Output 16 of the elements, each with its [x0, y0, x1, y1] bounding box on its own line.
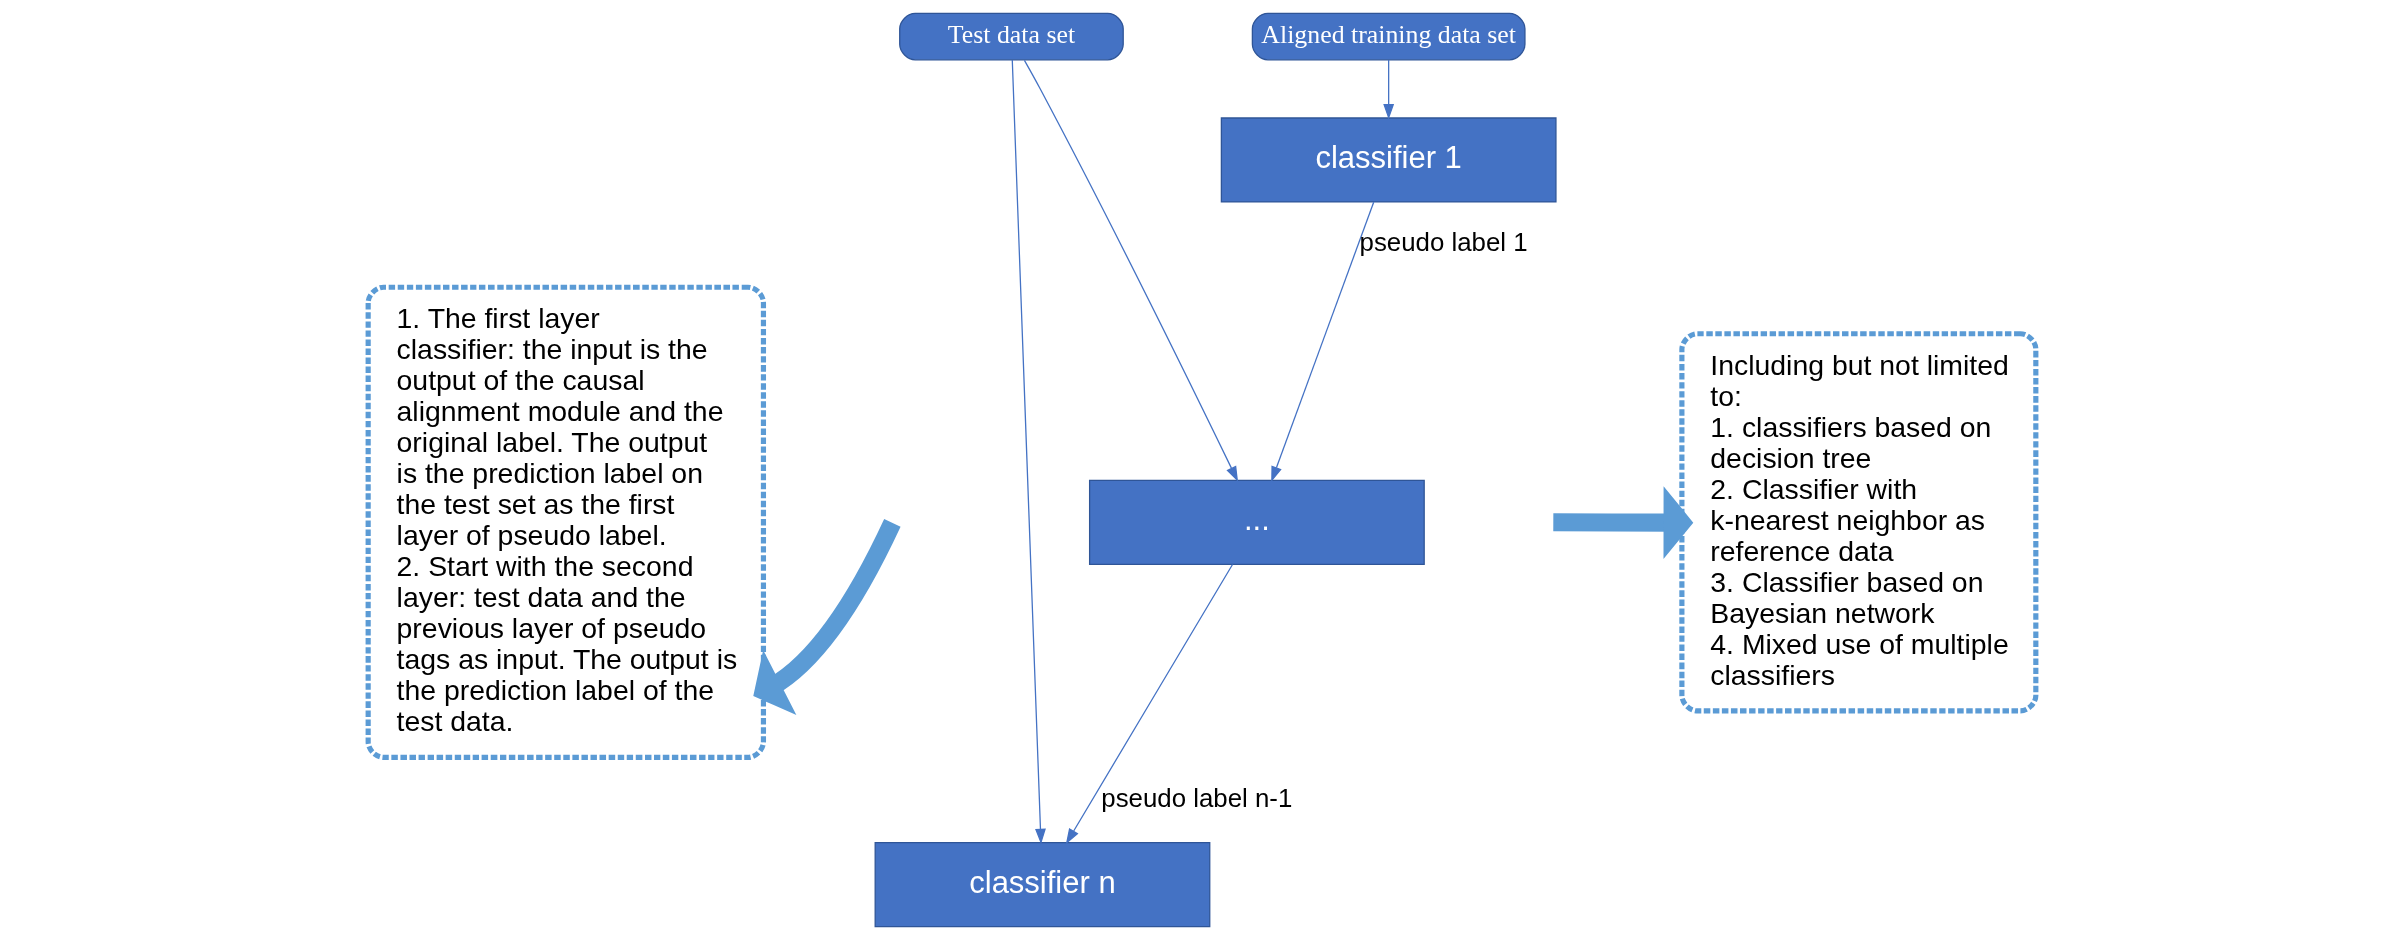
arrow — [1271, 201, 1375, 482]
arrow — [753, 518, 901, 715]
arrow — [1065, 563, 1234, 845]
node-box: ... — [1088, 479, 1425, 565]
node-box: classifier n — [874, 842, 1211, 928]
node-box: Including but not limited to: 1. classifiers based on decision tree 2. Classifier with k-nearest neighbor as reference data 3. Classifier based on Bayesian network 4. Mixed use of multiple classifiers — [1679, 331, 2039, 714]
node-box: Aligned training data set — [1251, 12, 1526, 61]
edge-label: pseudo label 1 — [1359, 228, 1528, 257]
node-box: 1. The first layer classifier: the input is the output of the causal alignment module and the original label. The output is the prediction label on the test set as the first layer of pseudo label. 2. Start with the second layer: test data and the previous layer of pseudo tags as input. The output is the prediction label of the test data. — [365, 284, 767, 760]
arrow — [1553, 486, 1694, 560]
arrow — [1383, 59, 1395, 120]
node-box: Test data set — [899, 12, 1124, 61]
node-box: classifier 1 — [1220, 117, 1557, 203]
edge-label: pseudo label n-1 — [1101, 783, 1293, 812]
arrow — [1011, 59, 1046, 845]
arrow — [1023, 59, 1239, 482]
